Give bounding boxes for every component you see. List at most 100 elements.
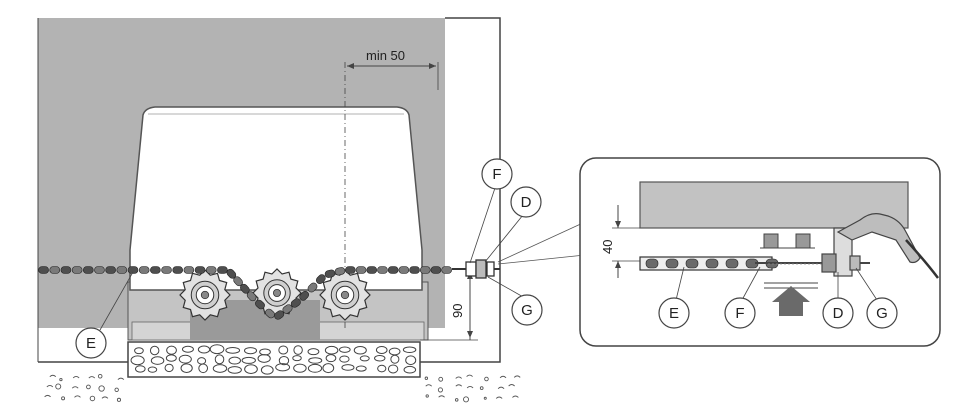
chain-link (334, 267, 346, 276)
label-D: D (521, 194, 532, 211)
gravel-stone (49, 374, 57, 378)
chain-link (315, 274, 326, 285)
stone (293, 363, 307, 373)
detail-push-arrow (764, 282, 818, 316)
chain-link (183, 266, 195, 274)
gravel-stone (116, 397, 122, 402)
stone (325, 354, 337, 363)
chain-link (82, 266, 94, 274)
stone (307, 363, 323, 373)
stone (322, 363, 335, 374)
stone (275, 363, 291, 372)
chain-link (398, 266, 410, 274)
stone (149, 345, 160, 356)
gravel-stone (463, 396, 469, 403)
stone (130, 355, 145, 366)
stone (180, 363, 193, 373)
stone (214, 354, 225, 365)
chain-link (430, 266, 442, 274)
detail-projection-lines (497, 221, 586, 265)
detail-chain (639, 256, 779, 271)
chain-link (441, 266, 452, 274)
stone (225, 346, 241, 354)
gravel-stone (438, 395, 445, 398)
gravel-stone (101, 396, 109, 399)
gravel-stone (86, 384, 91, 390)
chain-link (409, 266, 420, 274)
gravel-stone (72, 375, 80, 379)
pillar-outline (420, 17, 501, 363)
stone (387, 364, 399, 374)
label-G: G (521, 302, 533, 319)
gravel-stone (455, 384, 463, 387)
detail-bracket (821, 227, 861, 277)
gravel-stone (483, 396, 487, 400)
chain-link (355, 266, 367, 274)
stone (355, 365, 367, 372)
detail-spacer-blocks (760, 233, 815, 249)
gravel-stone (424, 376, 429, 380)
stone (307, 348, 320, 356)
gravel-stone (98, 385, 105, 392)
dimension-40: 40 (600, 205, 640, 278)
chain-link (172, 266, 184, 274)
gravel-stone (74, 395, 81, 398)
detail-chain-link (645, 258, 659, 269)
stone (324, 345, 339, 355)
stone (147, 366, 158, 373)
gravel-stone (466, 374, 473, 377)
stone (292, 355, 302, 362)
gravel-stone (89, 395, 96, 402)
stone (359, 355, 370, 362)
stone (341, 364, 355, 371)
gravel-stone (71, 386, 79, 389)
chain-link (299, 290, 310, 301)
detail-callout-F: F (724, 297, 756, 329)
chain-link (138, 266, 150, 274)
chain-link (265, 308, 275, 319)
chain-link (38, 266, 49, 274)
sprocket-group (179, 268, 371, 321)
gravel-stone (61, 396, 66, 401)
chain-link (194, 266, 206, 274)
chain-link (246, 291, 257, 302)
stone (150, 356, 165, 365)
ground-gravel (44, 373, 521, 403)
gravel-stone (425, 384, 433, 387)
detail-label-E: E (669, 305, 679, 322)
stone (339, 355, 350, 363)
gravel-stone (497, 386, 505, 389)
gravel-stone (513, 375, 521, 378)
chain-link (419, 266, 431, 274)
chain-link (94, 266, 105, 274)
detail-callout-D: D (822, 297, 854, 329)
chain-link (161, 266, 172, 274)
stone (293, 345, 303, 355)
dimension-90: 90 (420, 270, 478, 341)
stone (198, 363, 209, 374)
stone (377, 364, 387, 373)
gravel-stone (454, 398, 459, 402)
stone (209, 344, 225, 355)
concrete-foundation (127, 341, 421, 378)
gravel-stone (59, 377, 63, 382)
detail-callout-G: G (866, 297, 898, 329)
stone (241, 356, 256, 364)
chain-link (307, 282, 318, 293)
gravel-stone (437, 387, 443, 393)
detail-callout-E: E (658, 297, 690, 329)
gravel-stone (495, 396, 503, 399)
gravel-stone (117, 377, 125, 380)
gravel-stone (55, 383, 62, 390)
chain-link (150, 266, 161, 274)
stone (134, 347, 144, 355)
detail-chain-link (725, 258, 739, 269)
drive-chain (38, 266, 452, 320)
gravel-stone (455, 376, 463, 379)
gravel-stone (114, 387, 119, 392)
stone (405, 355, 417, 366)
chain-link (290, 298, 301, 308)
detail-chain-link (665, 258, 679, 269)
